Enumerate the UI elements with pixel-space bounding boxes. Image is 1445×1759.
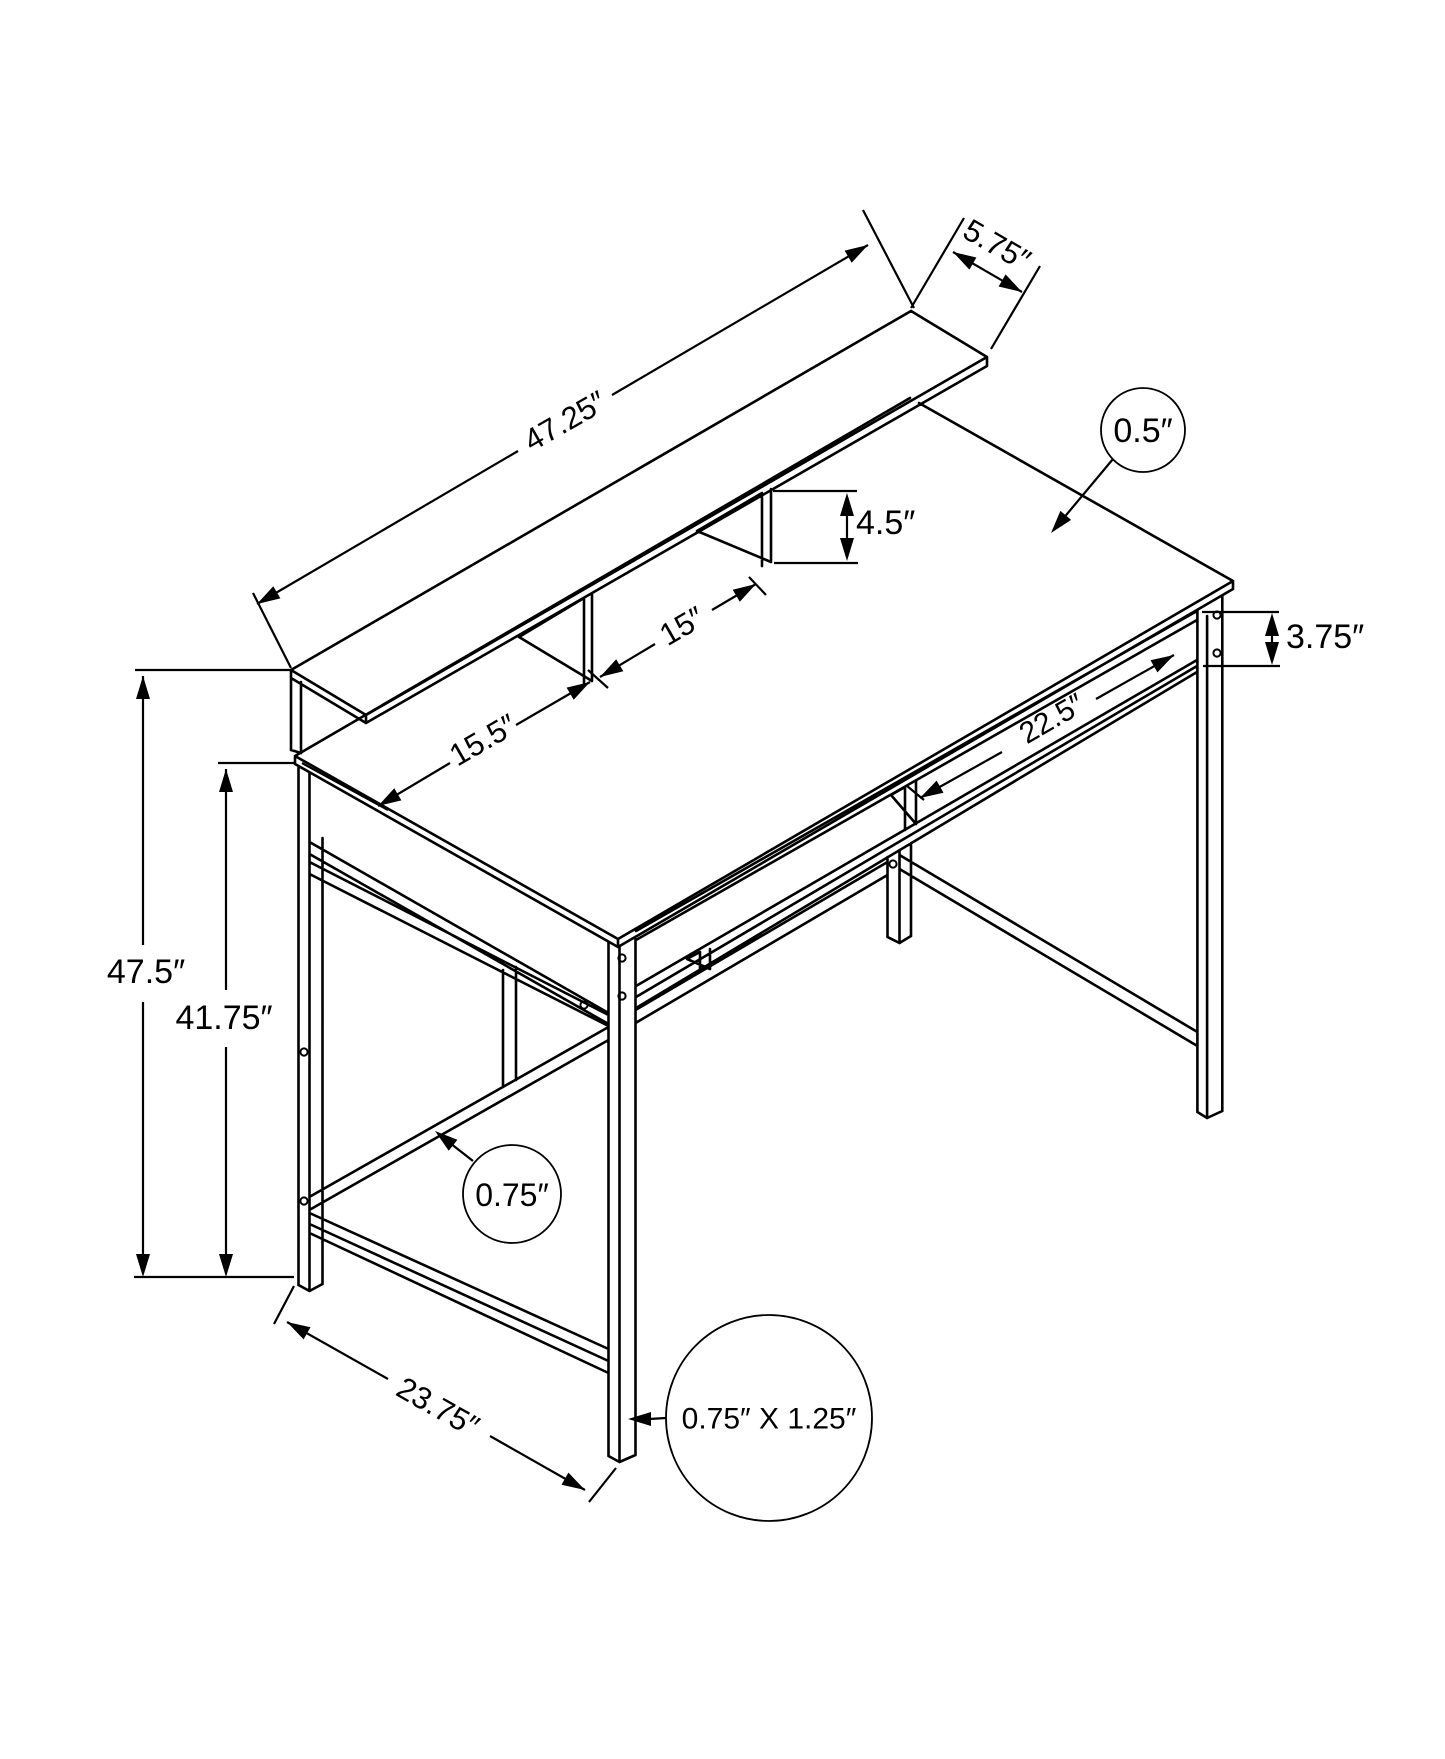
svg-text:3.75″: 3.75″ xyxy=(1286,618,1364,656)
svg-text:0.5″: 0.5″ xyxy=(1113,412,1172,450)
svg-text:0.75″ X 1.25″: 0.75″ X 1.25″ xyxy=(682,1403,857,1436)
svg-text:4.5″: 4.5″ xyxy=(856,504,915,542)
svg-text:0.75″: 0.75″ xyxy=(475,1177,549,1213)
svg-text:41.75″: 41.75″ xyxy=(175,999,272,1037)
svg-text:47.5″: 47.5″ xyxy=(107,953,185,991)
